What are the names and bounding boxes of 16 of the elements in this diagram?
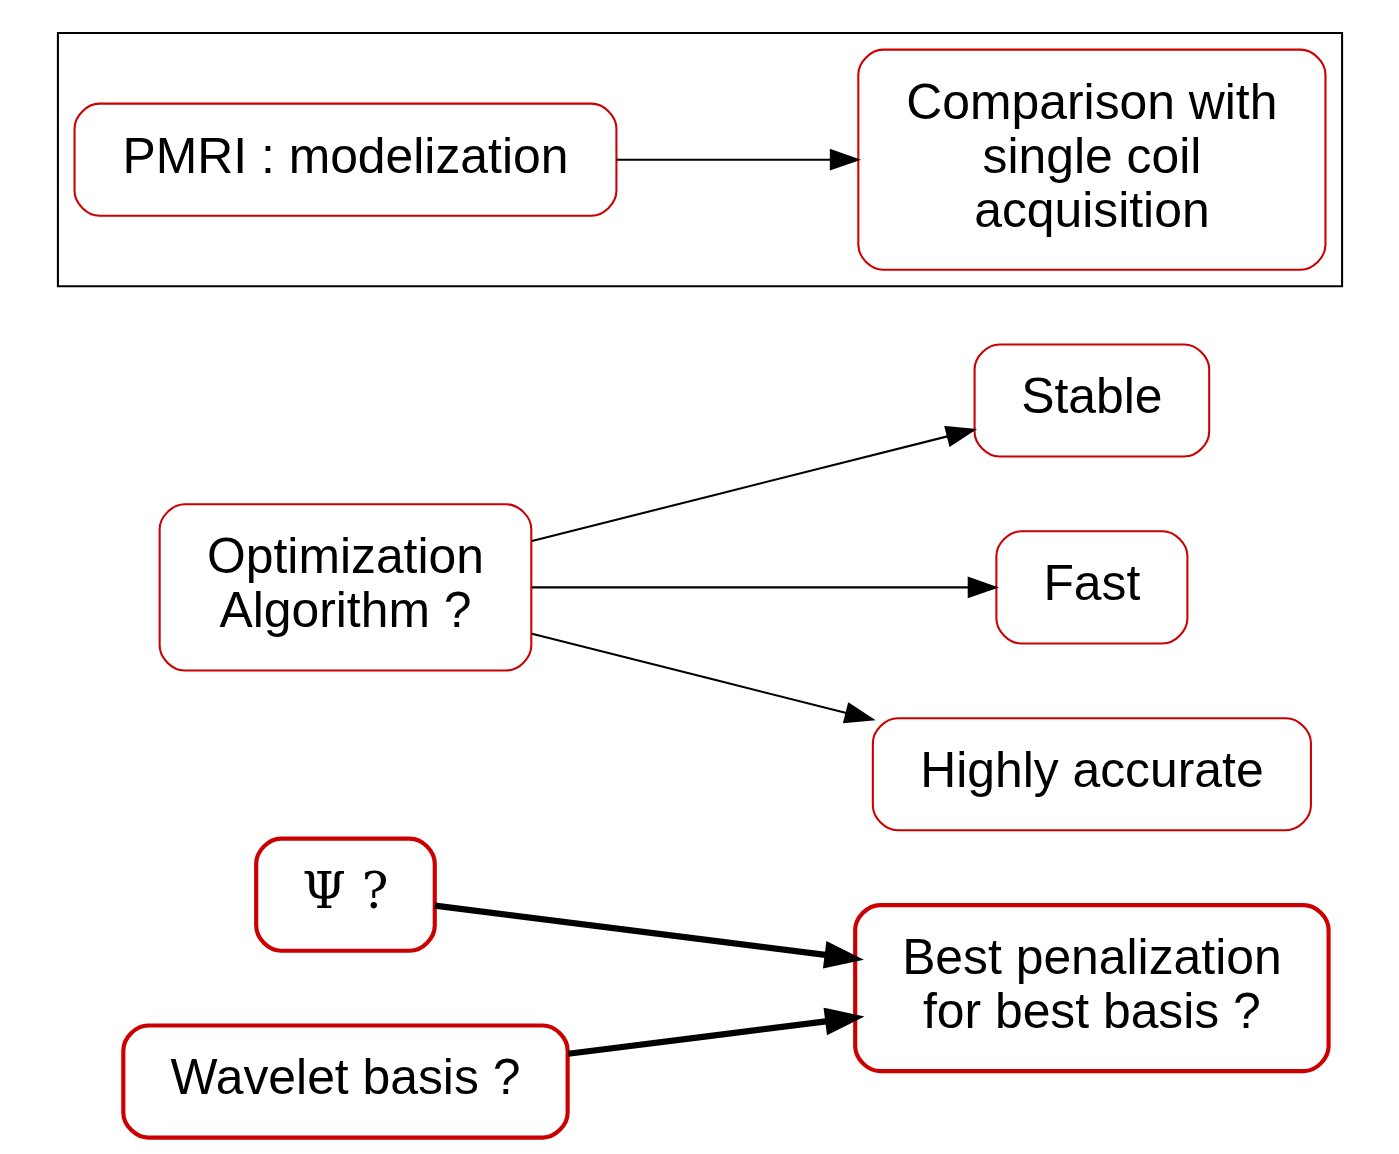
arrow [531,425,977,542]
arrow [567,1007,864,1057]
node-box: Stable [973,343,1210,458]
cluster [56,32,1343,288]
arrow [616,148,861,171]
node-box: PMRI : modelization [73,102,617,217]
node-box: Wavelet basis ? [120,1023,570,1140]
arrow [531,576,999,599]
arrow [531,632,876,724]
node-box: Highly accurate [871,717,1312,832]
node-box: Comparison with single coil acquisition [856,48,1326,271]
node-box: Fast [994,530,1188,645]
node-box: Best penalization for best basis ? [852,902,1331,1074]
node-box: Optimization Algorithm ? [158,503,532,672]
arrow [434,902,864,969]
node-box: Ψ ? [253,836,437,953]
